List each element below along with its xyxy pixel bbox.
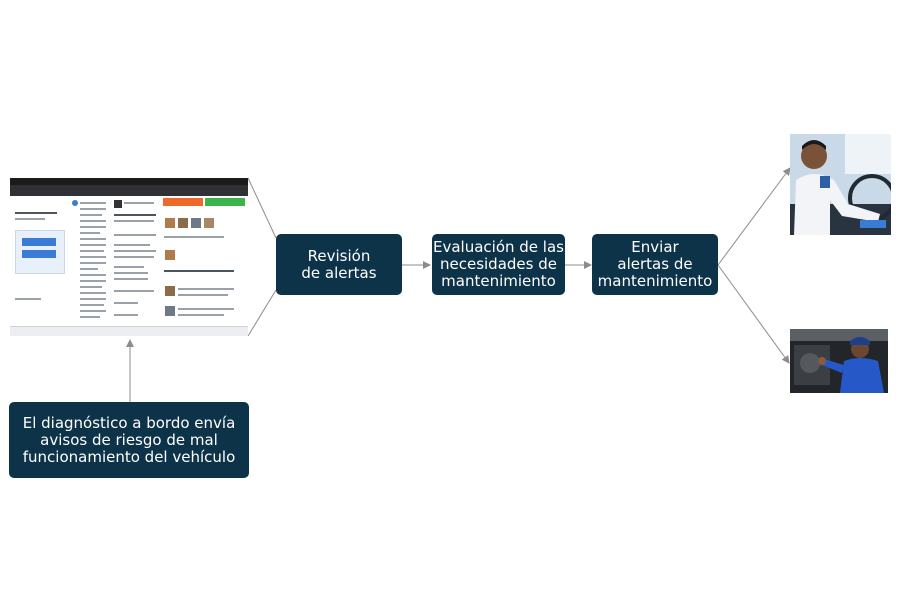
phone-screen-2 [68,178,111,336]
fan-line-bottom [247,289,277,337]
box-send-alerts: Enviar alertas de mantenimiento [592,234,718,295]
arrow-send-to-mechanic [717,264,790,364]
photo-bus-driver [790,134,891,235]
mechanic-illustration [790,329,888,393]
arrow-send-to-driver [717,167,791,266]
bus-driver-illustration [790,134,891,235]
box-onboard-diagnostics: El diagnóstico a bordo envía avisos de r… [9,402,249,478]
phone-screen-3 [110,178,161,336]
phone-screen-1 [10,178,69,336]
fan-line-top [247,177,277,239]
box-maintenance-evaluation: Evaluación de las necesidades de manteni… [432,234,565,295]
app-screenshots [10,178,248,336]
photo-mechanic [790,329,888,393]
phone-screen-4 [160,178,248,336]
box-alert-review: Revisión de alertas [276,234,402,295]
